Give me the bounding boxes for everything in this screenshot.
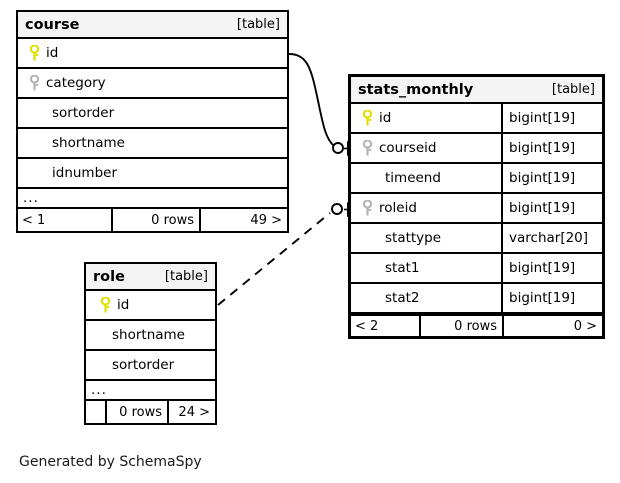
column-type: bigint[19]	[501, 194, 602, 222]
column-label: stat1	[385, 260, 420, 276]
table-stats-monthly-header: stats_monthly [table]	[351, 77, 602, 104]
table-course-header: course [table]	[18, 12, 287, 39]
table-role-footer: 0 rows 24 >	[86, 401, 215, 423]
column-name-cell: id	[18, 39, 287, 67]
column-name-cell: sortorder	[18, 99, 287, 127]
table-course-footer: < 1 0 rows 49 >	[18, 209, 287, 231]
parent-relations-count[interactable]	[86, 401, 105, 423]
row-count: 0 rows	[105, 401, 167, 423]
column-label: shortname	[112, 327, 185, 343]
column-row-course-id[interactable]: id	[18, 39, 287, 69]
table-stats-monthly-footer: < 2 0 rows 0 >	[351, 314, 602, 336]
column-type: bigint[19]	[501, 254, 602, 282]
column-label: roleid	[379, 200, 417, 216]
row-count: 0 rows	[419, 316, 502, 336]
child-relations-count[interactable]: 24 >	[167, 401, 215, 423]
primary-key-icon	[25, 44, 43, 62]
table-stats-monthly-tag: [table]	[551, 82, 595, 97]
column-label: id	[379, 110, 392, 126]
column-name-cell: courseid	[351, 134, 501, 162]
column-label: id	[117, 297, 130, 313]
column-label: stat2	[385, 290, 420, 306]
column-row-course-shortname[interactable]: shortname	[18, 129, 287, 159]
column-name-cell: category	[18, 69, 287, 97]
column-row-stats-timeend[interactable]: timeend bigint[19]	[351, 164, 602, 194]
child-relations-count[interactable]: 0 >	[502, 316, 602, 336]
column-name-cell: id	[351, 104, 501, 132]
foreign-key-icon	[358, 139, 376, 157]
column-label: sortorder	[112, 357, 175, 373]
more-columns-indicator: ...	[18, 189, 287, 209]
column-row-course-sortorder[interactable]: sortorder	[18, 99, 287, 129]
edge-role-start-circle-icon	[331, 203, 343, 215]
table-role-header: role [table]	[86, 264, 215, 291]
column-label: id	[46, 45, 59, 61]
column-row-stats-stat2[interactable]: stat2 bigint[19]	[351, 284, 602, 314]
primary-key-icon	[96, 296, 114, 314]
column-row-role-shortname[interactable]: shortname	[86, 321, 215, 351]
column-name-cell: shortname	[18, 129, 287, 157]
column-label: courseid	[379, 140, 437, 156]
table-role-title: role	[93, 268, 125, 285]
column-label: sortorder	[52, 105, 115, 121]
column-name-cell: idnumber	[18, 159, 287, 187]
column-label: stattype	[385, 230, 442, 246]
column-type: bigint[19]	[501, 134, 602, 162]
column-label: idnumber	[52, 165, 118, 181]
column-name-cell: stat2	[351, 284, 501, 312]
row-count: 0 rows	[111, 209, 199, 231]
column-row-stats-roleid[interactable]: roleid bigint[19]	[351, 194, 602, 224]
column-name-cell: shortname	[86, 321, 215, 349]
column-name-cell: id	[86, 291, 215, 319]
table-stats-monthly-title: stats_monthly	[358, 81, 474, 98]
column-name-cell: stat1	[351, 254, 501, 282]
foreign-key-icon	[358, 199, 376, 217]
edge-course-to-stats-monthly	[288, 53, 335, 147]
column-label: shortname	[52, 135, 125, 151]
parent-relations-count[interactable]: < 2	[355, 318, 379, 334]
table-course-title: course	[25, 16, 80, 33]
column-type: bigint[19]	[501, 164, 602, 192]
column-row-stats-stattype[interactable]: stattype varchar[20]	[351, 224, 602, 254]
column-type: bigint[19]	[501, 284, 602, 312]
column-row-role-sortorder[interactable]: sortorder	[86, 351, 215, 381]
column-name-cell: stattype	[351, 224, 501, 252]
table-course-tag: [table]	[236, 17, 280, 32]
column-row-course-category[interactable]: category	[18, 69, 287, 99]
column-row-stats-id[interactable]: id bigint[19]	[351, 104, 602, 134]
column-name-cell: sortorder	[86, 351, 215, 379]
column-label: timeend	[385, 170, 441, 186]
column-label: category	[46, 75, 106, 91]
primary-key-icon	[358, 109, 376, 127]
table-course[interactable]: course [table] id	[16, 10, 289, 233]
column-type: varchar[20]	[501, 224, 602, 252]
generated-by-caption: Generated by SchemaSpy	[19, 454, 202, 470]
parent-relations-count[interactable]: < 1	[22, 212, 46, 228]
column-type: bigint[19]	[501, 104, 602, 132]
table-role-tag: [table]	[164, 269, 208, 284]
column-name-cell: timeend	[351, 164, 501, 192]
column-row-stats-stat1[interactable]: stat1 bigint[19]	[351, 254, 602, 284]
foreign-key-icon	[25, 74, 43, 92]
child-relations-count[interactable]: 49 >	[199, 209, 287, 231]
table-role[interactable]: role [table] id shortname	[84, 262, 217, 425]
column-name-cell: roleid	[351, 194, 501, 222]
more-columns-indicator: ...	[86, 381, 215, 401]
column-row-role-id[interactable]: id	[86, 291, 215, 321]
edge-course-start-circle-icon	[332, 142, 344, 154]
column-row-stats-courseid[interactable]: courseid bigint[19]	[351, 134, 602, 164]
column-row-course-idnumber[interactable]: idnumber	[18, 159, 287, 189]
table-stats-monthly[interactable]: stats_monthly [table] id bigint[19]	[348, 74, 605, 339]
